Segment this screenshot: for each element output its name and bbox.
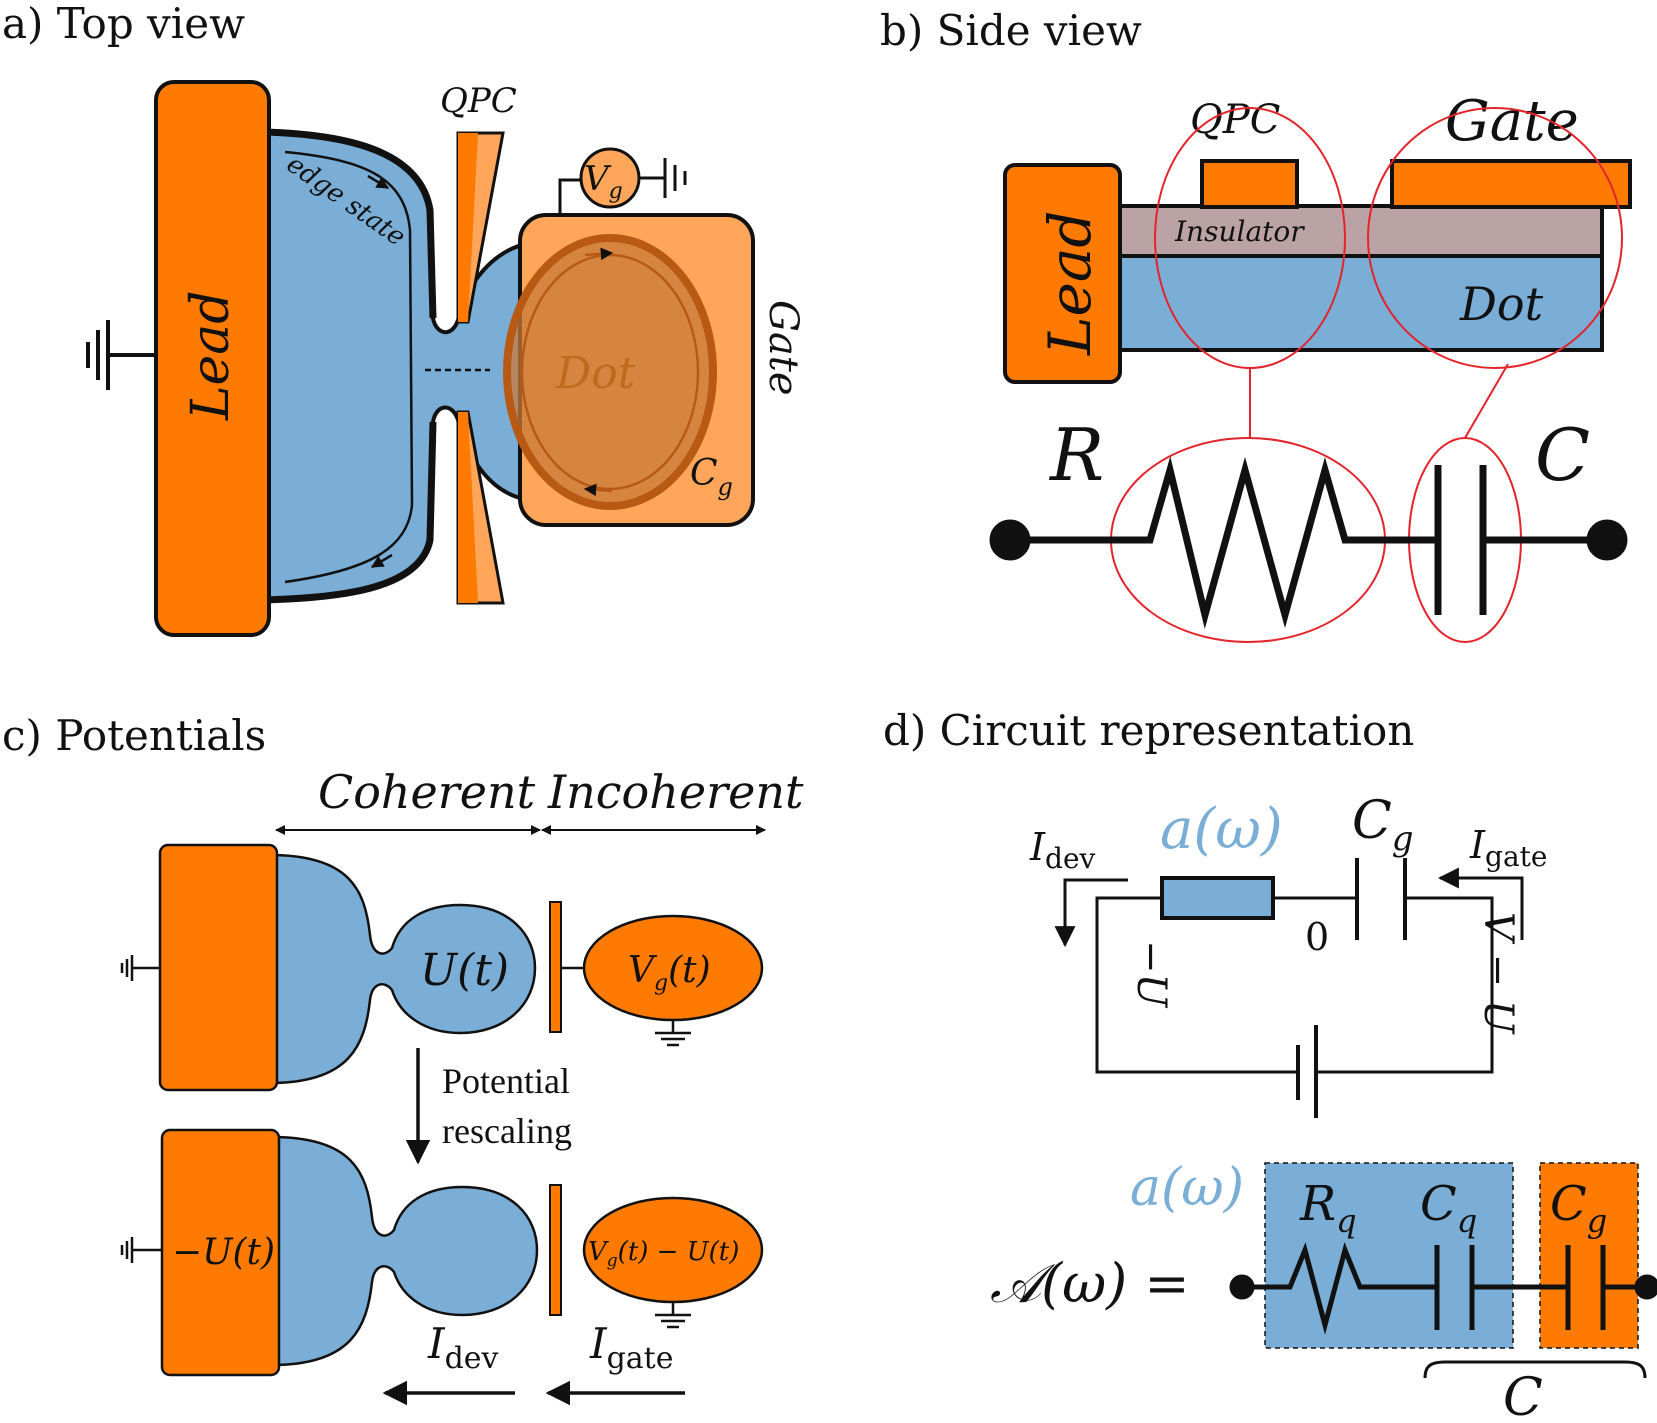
dot-side-label: Dot bbox=[1459, 277, 1544, 331]
panel-d-circuit: d) Circuit representation a(ω) Cg 0 Idev… bbox=[883, 706, 1657, 1423]
dot-ellipse bbox=[503, 234, 717, 510]
cg2-label: Cg bbox=[1550, 1176, 1607, 1240]
qpc-label: QPC bbox=[440, 81, 517, 121]
resistor-symbol bbox=[1010, 456, 1438, 629]
lead-ground-symbol bbox=[86, 320, 156, 390]
u-t-label: U(t) bbox=[420, 945, 509, 996]
rc-circuit bbox=[989, 456, 1628, 629]
lead-side-block bbox=[1003, 163, 1122, 384]
edge-state-outer-bottom bbox=[261, 421, 437, 604]
panel-c-title: c) Potentials bbox=[2, 711, 266, 760]
edge-state-path bbox=[284, 150, 414, 584]
lead-label: Lead bbox=[181, 290, 241, 421]
vg-label: Vg bbox=[584, 159, 623, 204]
insulator-label: Insulator bbox=[1174, 215, 1305, 248]
minus-u-label: −U bbox=[1128, 940, 1174, 1009]
top-gate-plate bbox=[549, 901, 562, 1033]
incoherent-label: Incoherent bbox=[547, 765, 804, 819]
i-gate-d-label: Igate bbox=[1469, 823, 1547, 873]
top-lead bbox=[158, 843, 279, 1092]
bottom-gate-plate bbox=[549, 1184, 562, 1316]
gate-label: Gate bbox=[760, 300, 806, 396]
panel-b-side-view: b) Side view Lead QPC Gate Insulator Dot bbox=[880, 6, 1632, 643]
rq-resistor bbox=[1242, 1242, 1437, 1335]
qpc-upper-finger-shade bbox=[458, 133, 478, 322]
vg-t-label: Vg(t) bbox=[628, 950, 711, 996]
bottom-blue-device bbox=[270, 1135, 539, 1367]
c-label: C bbox=[1535, 413, 1590, 497]
edge-state-outer bbox=[261, 128, 437, 319]
a-omega-block bbox=[1160, 876, 1275, 920]
i-dev-d-arrow bbox=[1054, 878, 1128, 948]
panel-b-title: b) Side view bbox=[880, 6, 1142, 55]
upper-circuit-wires bbox=[1095, 896, 1494, 1118]
panel-d-title: d) Circuit representation bbox=[883, 706, 1414, 755]
panel-a-top-view: a) Top view edge state Lead QPC Gate bbox=[2, 0, 806, 637]
a-omega-label-2: a(ω) bbox=[1130, 1158, 1244, 1218]
edge-arrow-top bbox=[367, 174, 390, 190]
lead-side-label: Lead bbox=[1036, 210, 1104, 356]
zero-label: 0 bbox=[1305, 915, 1329, 959]
qpc-lower-finger-shade bbox=[458, 412, 478, 603]
i-gate-label: Igate bbox=[589, 1319, 674, 1376]
top-blue-device bbox=[268, 853, 537, 1085]
gate-highlight bbox=[1367, 107, 1623, 369]
a-omega-label: a(ω) bbox=[1160, 797, 1283, 862]
edge-arrow-bottom bbox=[370, 553, 393, 569]
minus-u-t-label: −U(t) bbox=[172, 1232, 275, 1273]
lower-circuit bbox=[1229, 1242, 1657, 1335]
rq-label: Rq bbox=[1299, 1176, 1357, 1240]
vg-minus-u-label: Vg(t) − U(t) bbox=[588, 1237, 739, 1271]
gate-side-label: Gate bbox=[1445, 89, 1579, 154]
coherent-label: Coherent bbox=[318, 765, 536, 819]
vg-source: Vg bbox=[558, 147, 687, 215]
c-total-bracket bbox=[1423, 1360, 1647, 1379]
big-a-omega-label: 𝒜(ω) = bbox=[990, 1252, 1190, 1315]
rescaling-label-2: rescaling bbox=[442, 1111, 572, 1151]
dot-arrow-top bbox=[584, 247, 614, 261]
dot-layer bbox=[1118, 253, 1604, 352]
qpc-electrode bbox=[1200, 159, 1299, 209]
dot-arrow-bottom bbox=[583, 483, 613, 497]
panel-a-title: a) Top view bbox=[2, 0, 245, 48]
gate-electrode bbox=[1390, 159, 1632, 209]
panel-c-potentials: c) Potentials Coherent Incoherent U(t) V… bbox=[2, 711, 804, 1406]
dot-label: Dot bbox=[555, 348, 636, 399]
bottom-lead bbox=[160, 1128, 281, 1377]
rescaling-label-1: Potential bbox=[442, 1061, 570, 1101]
lead-block bbox=[154, 80, 271, 637]
c-total-label: C bbox=[1503, 1368, 1543, 1423]
i-gate-d-arrow bbox=[1437, 867, 1524, 940]
top-row-device: U(t) Vg(t) bbox=[120, 843, 764, 1092]
bottom-row-device: −U(t) Vg(t) − U(t) bbox=[120, 1128, 764, 1377]
r-label: R bbox=[1048, 413, 1104, 497]
v-minus-u-label: V − U bbox=[1475, 912, 1521, 1035]
insulator-layer bbox=[1118, 204, 1604, 258]
i-dev-d-label: Idev bbox=[1029, 825, 1096, 875]
cg-label: Cg bbox=[690, 453, 733, 501]
cg-label-d: Cg bbox=[1352, 791, 1414, 859]
qpc-side-label: QPC bbox=[1190, 97, 1280, 143]
i-dev-label: Idev bbox=[427, 1319, 499, 1376]
cg-box bbox=[1539, 1162, 1639, 1349]
cq-label: Cq bbox=[1420, 1176, 1477, 1240]
